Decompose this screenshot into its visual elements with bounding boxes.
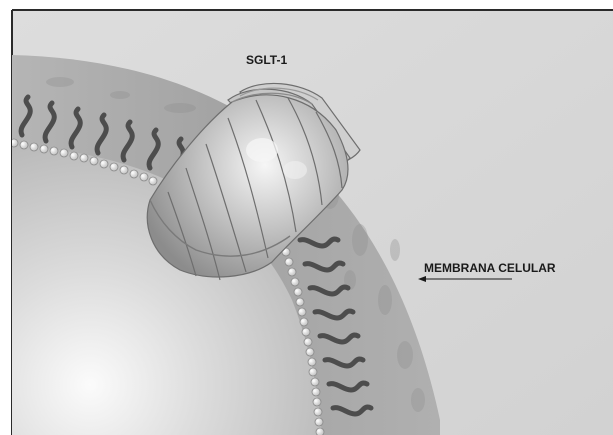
sglt1-label: SGLT-1 <box>246 53 287 67</box>
membrane-label: MEMBRANA CELULAR <box>424 261 556 275</box>
